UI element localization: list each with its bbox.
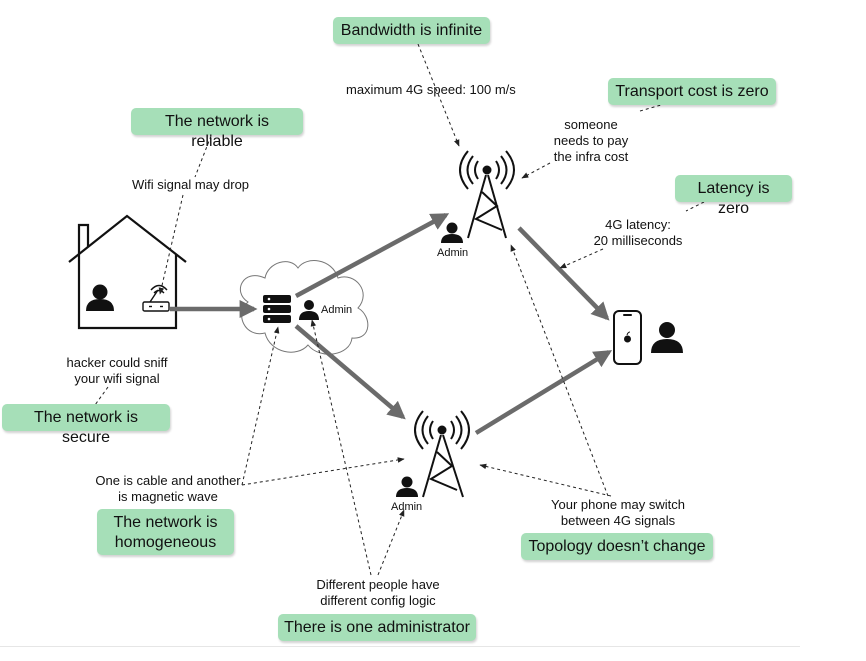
fallacy-secure: The network is secure xyxy=(2,404,170,446)
person-icon xyxy=(299,300,319,320)
cloud-to-top-tower-arrow xyxy=(294,213,450,298)
fallacy-reliable: The network is reliable xyxy=(131,108,303,150)
note-hacker-sniff: hacker could sniff your wifi signal xyxy=(66,355,168,386)
note-cable-wave: One is cable and another is magnetic wav… xyxy=(95,473,241,504)
network-links xyxy=(170,213,613,435)
top-tower-to-phone-arrow xyxy=(517,226,610,321)
fallacy-bandwidth: Bandwidth is infinite xyxy=(333,17,490,44)
server-icon xyxy=(263,295,291,323)
cell-tower-icon xyxy=(459,150,515,239)
note-infra-cost: someone needs to pay the infra cost xyxy=(553,117,629,164)
note-latency-value: 4G latency: 20 milliseconds xyxy=(593,217,683,248)
person-icon xyxy=(651,322,683,353)
fallacy-latency: Latency is zero xyxy=(675,175,792,217)
person-icon xyxy=(86,284,114,311)
person-icon xyxy=(396,476,418,497)
house-icon xyxy=(68,214,187,330)
fallacy-topology: Topology doesn’t change xyxy=(521,533,713,560)
note-config-logic: Different people have different config l… xyxy=(316,577,440,608)
fallacy-homogeneous: The network is homogeneous xyxy=(97,509,234,555)
note-phone-switch: Your phone may switch between 4G signals xyxy=(551,497,685,528)
bottom-divider xyxy=(0,646,800,647)
cloud-to-bottom-tower-arrow xyxy=(294,324,406,420)
fallacy-one-administrator: There is one administrator xyxy=(278,614,476,641)
admin-label-bottom-tower: Admin xyxy=(391,501,423,513)
admin-label-cloud: Admin xyxy=(321,304,353,316)
wifi-router-icon xyxy=(142,284,170,312)
note-max-speed: maximum 4G speed: 100 m/s xyxy=(346,82,516,97)
phone-icon xyxy=(613,310,642,365)
person-icon xyxy=(441,222,463,243)
annotation-lines xyxy=(94,43,705,576)
cell-tower-icon xyxy=(414,410,470,498)
admin-label-top-tower: Admin xyxy=(437,247,469,259)
fallacy-transport-cost: Transport cost is zero xyxy=(608,78,776,105)
bottom-tower-to-phone-arrow xyxy=(474,350,613,435)
note-wifi-drop: Wifi signal may drop xyxy=(132,177,250,192)
